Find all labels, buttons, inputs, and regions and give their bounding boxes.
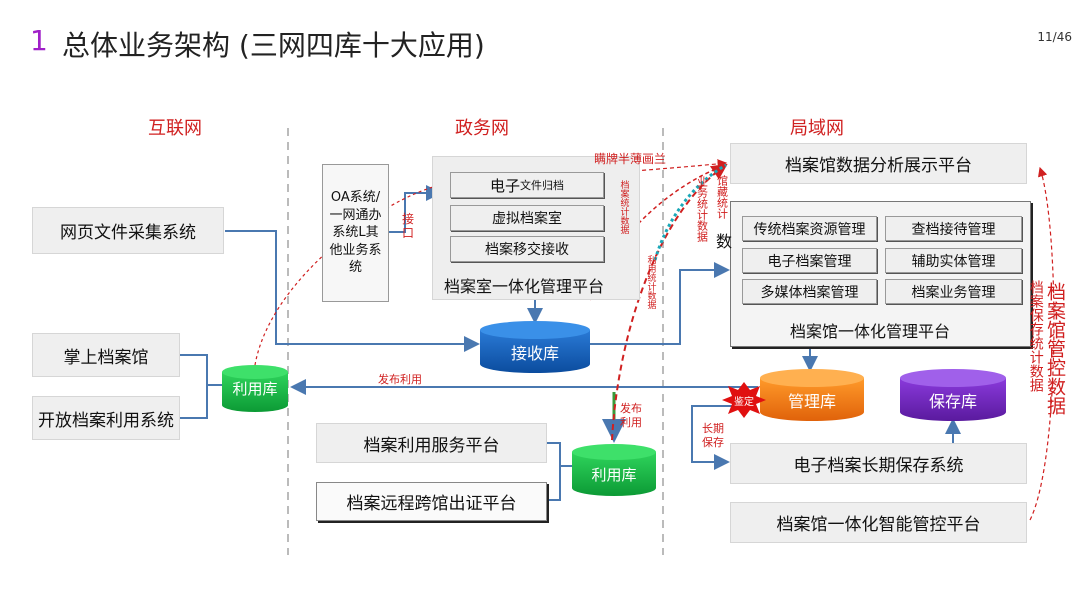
long-term-preserve-system[interactable]: 电子档案长期保存系统 [730,443,1027,484]
use-db-cylinder [222,365,288,412]
shu-label: 数 [716,232,733,251]
service-to-usedb2-line [547,442,572,467]
hall-data-label: 馆藏统计 [715,175,729,219]
usedb-to-platform-dashed [254,184,441,366]
zone-lan: 局域网 [790,118,844,139]
smart-control-platform[interactable]: 档案馆一体化智能管控平台 [730,502,1027,543]
electronic-archive-button[interactable]: 电子档案管理 [742,248,877,273]
e-archive-filing-button[interactable]: 电子文件归档 [450,172,604,198]
e-archive-pre: 电子 [489,176,520,195]
arch-stat-label: 档案统计数据 [618,180,629,234]
web-to-receive-line [225,230,480,352]
manage-db-cylinder [760,369,864,421]
traditional-resource-button[interactable]: 传统档案资源管理 [742,216,877,241]
multimedia-button[interactable]: 多媒体档案管理 [742,279,877,304]
section-number: 1 [30,24,48,57]
mobile-to-usedb-line [180,354,222,386]
hall-preserve-stat-label: 档案保存统计数据 [1027,280,1044,392]
receive-db-label: 接收库 [510,344,559,363]
hall-control-data-label: 档案馆管控数据 [1043,282,1066,415]
control-data-dashed [1029,166,1055,521]
preserve-db-cylinder [900,369,1006,421]
oa-system-box[interactable]: OA系统/一网通办系统L其他业务系统 [322,164,389,302]
manage-db-label: 管理库 [787,392,836,411]
page-title: 总体业务架构 (三网四库十大应用) [62,29,485,62]
use-service-platform[interactable]: 档案利用服务平台 [316,423,547,463]
manage-to-long-line [691,405,745,470]
virtual-room-button[interactable]: 虚拟档案室 [450,205,604,231]
use-db2-label: 利用库 [591,466,637,484]
analysis-platform[interactable]: 档案馆数据分析展示平台 [730,143,1027,184]
transfer-button[interactable]: 档案移交接收 [450,236,604,262]
business-button[interactable]: 档案业务管理 [885,279,1022,304]
publish-use-vertical-label: 发布利用 [620,402,642,429]
long-save-label: 长期保存 [702,422,724,449]
zone-internet: 互联网 [148,118,202,139]
receive-to-hall-line [590,262,730,345]
preserve-db-label: 保存库 [928,392,977,411]
remote-cert-platform[interactable]: 档案远程跨馆出证平台 [316,482,547,521]
use-db-label: 利用库 [232,380,278,398]
interface-label: 接口 [402,212,415,241]
appraise-label: 鉴定 [734,397,754,408]
web-collect-system[interactable]: 网页文件采集系统 [32,207,224,254]
entity-button[interactable]: 辅助实体管理 [885,248,1022,273]
receive-db-cylinder [480,321,590,373]
zone-gov: 政务网 [455,118,509,139]
mobile-archive[interactable]: 掌上档案馆 [32,333,180,377]
use-stat-dashed [611,163,728,441]
garbled-flow-label: 瞒牌半薄画兰 [594,152,667,166]
biz-stat-label: 业务统计数据 [695,176,709,242]
page-number: 11/46 [1037,30,1072,44]
open-archive-system[interactable]: 开放档案利用系统 [32,396,180,440]
biz-stat-dashed [653,163,727,261]
remote-to-usedb2-line [547,466,561,501]
reception-button[interactable]: 查档接待管理 [885,216,1022,241]
e-archive-small: 文件归档 [520,179,564,192]
use-stat-label: 利用统计数据 [645,255,656,309]
appraise-starburst [722,382,766,418]
oa-interface-line [389,185,442,233]
open-to-usedb-line [180,385,208,419]
hall-platform-label: 档案馆一体化管理平台 [790,322,951,341]
room-platform-label: 档案室一体化管理平台 [444,277,605,296]
use-db2-cylinder [572,444,656,496]
publish-use-label: 发布利用 [378,373,422,386]
